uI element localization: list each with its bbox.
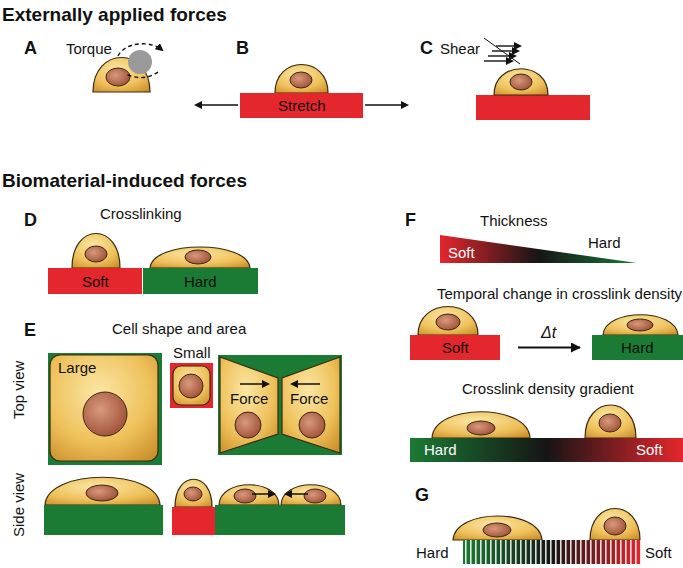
panel-letter: A bbox=[24, 38, 37, 59]
panel-letter: C bbox=[420, 38, 433, 59]
substrate-box: Soft Hard bbox=[440, 235, 637, 263]
substrate-box: Force bbox=[220, 357, 278, 453]
node-text: Hard bbox=[588, 234, 621, 251]
substrate-box: Force bbox=[282, 357, 340, 453]
substrate-box: Hard bbox=[592, 335, 683, 360]
node-text: Soft bbox=[448, 244, 475, 261]
panel-letter: D bbox=[24, 210, 37, 231]
panel-letter: E bbox=[24, 320, 36, 341]
annotation-label: Hard bbox=[416, 544, 449, 561]
node-text: Hard bbox=[184, 273, 217, 290]
annotation-label: Torque bbox=[66, 40, 112, 57]
panel-letter: G bbox=[415, 485, 429, 506]
annotation-label: Crosslinking bbox=[100, 205, 182, 222]
panel-letter: B bbox=[236, 38, 249, 59]
panel-letter: F bbox=[405, 210, 416, 231]
annotation-label: Thickness bbox=[480, 212, 548, 229]
node-text: Force bbox=[290, 390, 328, 407]
node-text: Soft bbox=[442, 339, 469, 356]
time-arrow bbox=[518, 347, 580, 349]
substrate-box: Large bbox=[50, 355, 158, 461]
node-text: Stretch bbox=[278, 97, 326, 114]
annotation-label: Small bbox=[173, 344, 211, 361]
panel-letter: Biomaterial-induced forces bbox=[2, 170, 247, 192]
annotation-label: Top view bbox=[10, 361, 27, 419]
panel-letter: Externally applied forces bbox=[2, 4, 227, 26]
annotation-label: Crosslink density gradient bbox=[462, 380, 634, 397]
node-text: Soft bbox=[636, 441, 663, 458]
substrate-box: Soft bbox=[410, 335, 500, 360]
annotation-label: Soft bbox=[645, 544, 672, 561]
annotation-label: Side view bbox=[10, 473, 27, 537]
substrate-box: Hard Soft bbox=[410, 438, 683, 462]
substrate-box: Soft bbox=[48, 268, 142, 294]
node-text: Hard bbox=[621, 339, 654, 356]
annotation-label: Shear bbox=[440, 40, 480, 57]
annotation-label: Temporal change in crosslink density bbox=[437, 285, 682, 302]
substrate-box: Stretch bbox=[240, 93, 363, 118]
node-text: Hard bbox=[424, 441, 457, 458]
annotation-label: Cell shape and area bbox=[112, 320, 246, 337]
substrate-box: Hard bbox=[143, 268, 258, 294]
edge-label: Δt bbox=[541, 324, 556, 342]
node-text: Force bbox=[230, 390, 268, 407]
node-text: Soft bbox=[82, 273, 109, 290]
node-text: Large bbox=[58, 359, 96, 376]
